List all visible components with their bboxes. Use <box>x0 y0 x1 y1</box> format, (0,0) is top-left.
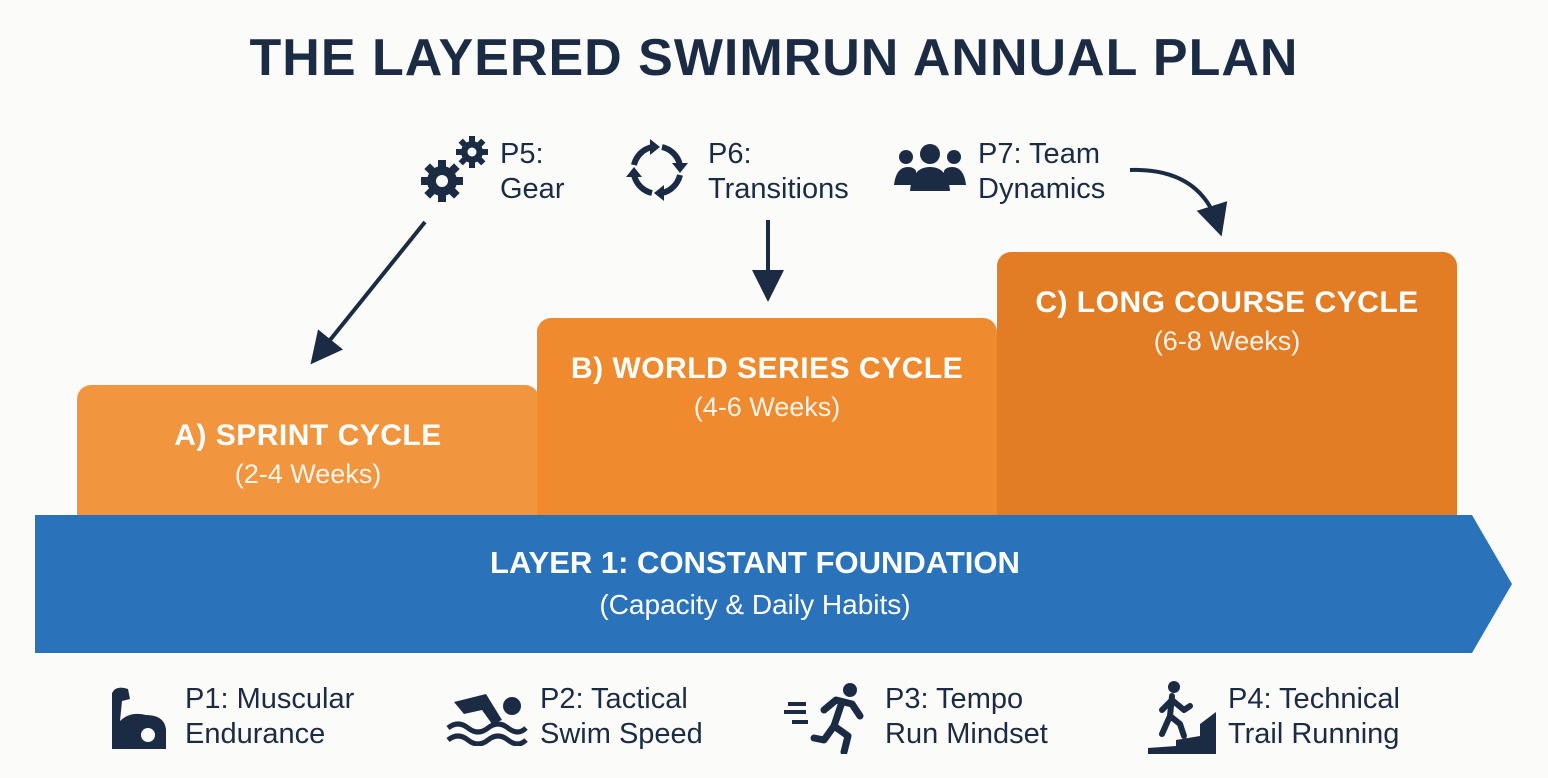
cycle-label: B) WORLD SERIES CYCLE <box>570 352 964 385</box>
pillar-p2: P2: Tactical Swim Speed <box>540 682 703 752</box>
pillar-line1: P7: Team <box>978 138 1100 170</box>
pillar-p1: P1: Muscular Endurance <box>185 682 354 752</box>
pillar-line1: P4: Technical <box>1228 683 1400 715</box>
pillar-line2: Endurance <box>185 718 326 750</box>
pillar-line2: Gear <box>500 173 565 205</box>
page-title: THE LAYERED SWIMRUN ANNUAL PLAN <box>249 29 1299 87</box>
swimmer-icon <box>446 694 528 746</box>
cycle-label: C) LONG COURSE CYCLE <box>1035 286 1419 319</box>
arrow-gear-to-sprint <box>310 220 427 365</box>
connector-arrows <box>310 167 1228 365</box>
cycle-arrows-icon <box>626 139 688 201</box>
pillar-line2: Run Mindset <box>885 718 1048 750</box>
team-icon <box>894 144 966 191</box>
pillar-line2: Dynamics <box>978 173 1106 205</box>
long-course-cycle-block: C) LONG COURSE CYCLE (6-8 Weeks) <box>997 252 1457 517</box>
foundation-sub: (Capacity & Daily Habits) <box>599 589 911 620</box>
pillar-p6: P6: Transitions <box>708 137 849 207</box>
pillar-p3: P3: Tempo Run Mindset <box>885 682 1048 752</box>
trail-climber-icon <box>1148 681 1216 754</box>
cycle-label: A) SPRINT CYCLE <box>174 419 442 452</box>
sprint-cycle-block: A) SPRINT CYCLE (2-4 Weeks) <box>77 385 539 517</box>
cycle-duration: (2-4 Weeks) <box>234 459 382 489</box>
pillar-line2: Trail Running <box>1228 718 1400 750</box>
pillar-line1: P1: Muscular <box>185 683 355 715</box>
pillar-p4: P4: Technical Trail Running <box>1228 682 1400 752</box>
pillar-p5: P5: Gear <box>500 137 564 207</box>
pillar-line1: P3: Tempo <box>885 683 1024 715</box>
pillar-line1: P6: <box>708 138 752 170</box>
foundation-text: LAYER 1: CONSTANT FOUNDATION (Capacity &… <box>35 545 1475 621</box>
pillar-line2: Transitions <box>708 173 849 205</box>
foundation-label: LAYER 1: CONSTANT FOUNDATION <box>490 545 1020 580</box>
arrow-team-to-long <box>1129 167 1228 237</box>
foundation-arrow <box>35 515 1512 653</box>
muscle-icon <box>112 687 166 749</box>
pillar-p7: P7: Team Dynamics <box>978 137 1105 207</box>
pillar-line1: P2: Tactical <box>540 683 688 715</box>
pillar-line1: P5: <box>500 138 544 170</box>
cycle-duration: (4-6 Weeks) <box>693 392 841 422</box>
world-series-cycle-block: B) WORLD SERIES CYCLE (4-6 Weeks) <box>537 318 997 517</box>
cycle-duration: (6-8 Weeks) <box>1153 326 1301 356</box>
runner-icon <box>784 683 864 754</box>
gears-icon <box>421 136 488 202</box>
pillar-line2: Swim Speed <box>540 718 703 750</box>
